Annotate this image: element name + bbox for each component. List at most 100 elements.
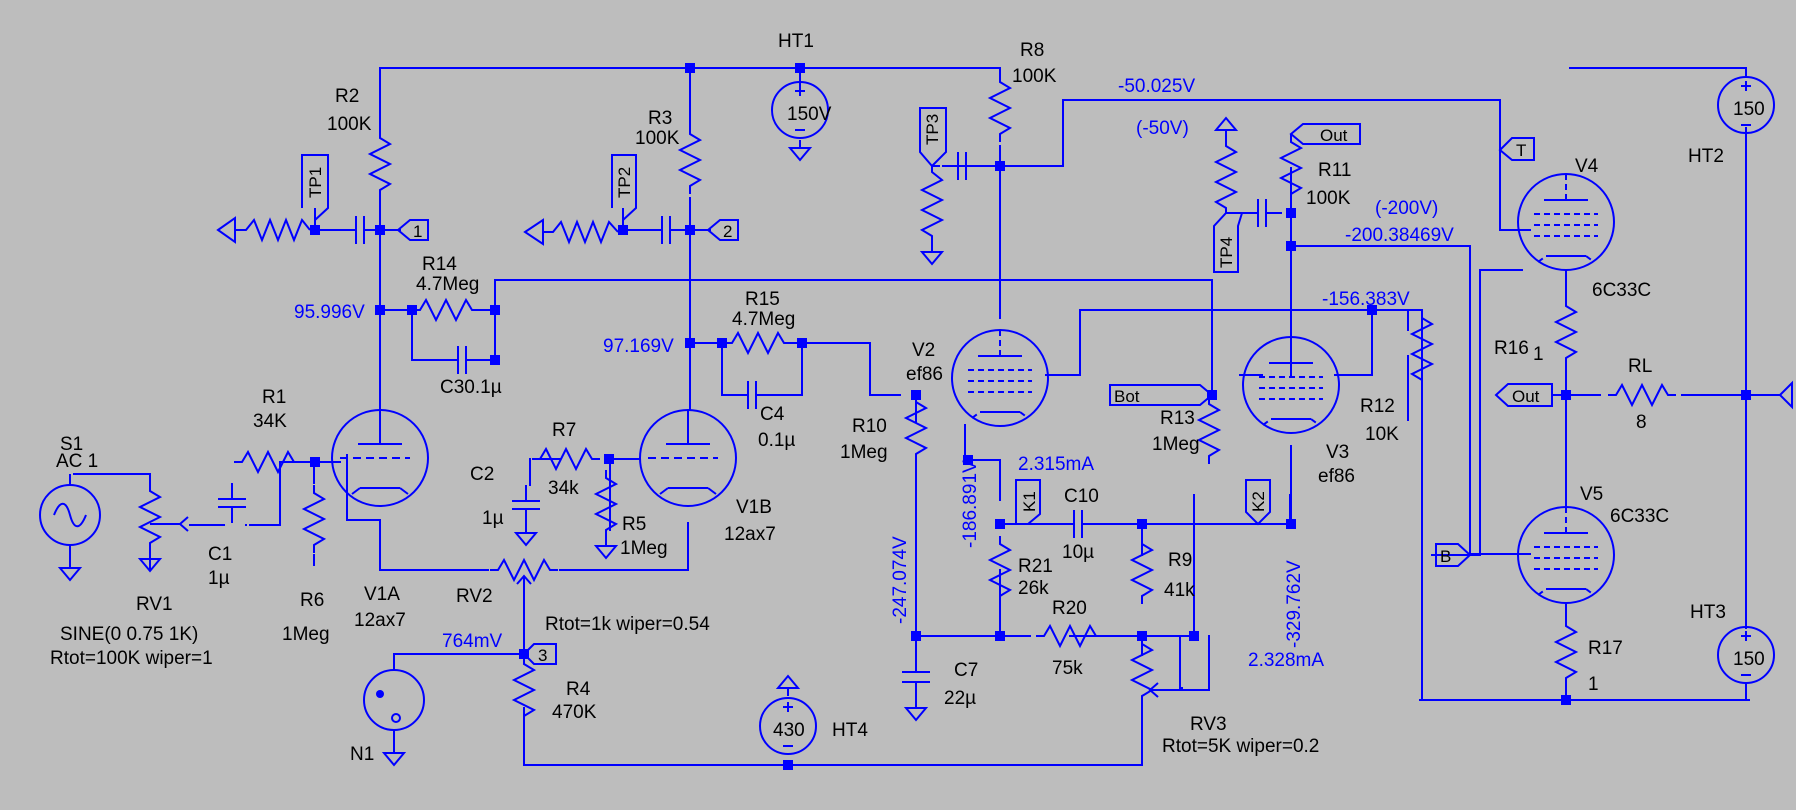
net-flag-icon bbox=[1015, 479, 1041, 525]
net-flag-icon bbox=[522, 643, 557, 665]
v5-ref: V5 bbox=[1580, 484, 1603, 505]
triode-icon bbox=[331, 409, 429, 507]
r4-resistor[interactable]: R4 470K bbox=[513, 655, 597, 725]
node3-flag-group[interactable]: 3 bbox=[522, 643, 557, 665]
s1-value: AC 1 bbox=[56, 451, 98, 472]
r14-ref: R14 bbox=[422, 254, 457, 275]
node1-flag: 1 bbox=[413, 222, 422, 241]
s1-ref: S1 bbox=[60, 434, 83, 455]
rv3-spec: Rtot=5K wiper=0.2 bbox=[1162, 736, 1319, 757]
r16-resistor[interactable]: R16 1 bbox=[1494, 297, 1577, 367]
ht3-source[interactable]: 150 HT3 bbox=[1690, 602, 1775, 684]
net-flag-icon bbox=[301, 154, 329, 230]
r12-value: 10K bbox=[1365, 424, 1399, 445]
r3-resistor[interactable]: R3 100K bbox=[635, 108, 701, 195]
r2-ref: R2 bbox=[335, 86, 359, 107]
ht2-source[interactable]: 150 HT2 bbox=[1688, 76, 1775, 167]
r20-resistor[interactable]: R20 75k bbox=[1035, 598, 1105, 679]
tp2-network[interactable]: TP2 2 bbox=[523, 154, 739, 246]
c10-value: 10µ bbox=[1062, 542, 1094, 563]
net-flag-icon bbox=[1245, 479, 1271, 526]
net-flag-icon bbox=[1289, 123, 1361, 145]
t-flag-group[interactable]: T bbox=[1498, 137, 1535, 161]
rv2-pot[interactable]: RV2 Rtot=1k wiper=0.54 bbox=[456, 559, 710, 654]
v1a-ref: V1A bbox=[364, 584, 400, 605]
c7-value: 22µ bbox=[944, 688, 976, 709]
r21-resistor[interactable]: R21 26k bbox=[989, 535, 1053, 605]
r13-ref: R13 bbox=[1160, 408, 1195, 429]
r9-resistor[interactable]: R9 41k bbox=[1131, 535, 1195, 605]
resistor-icon bbox=[679, 125, 701, 195]
r10-resistor[interactable]: R10 1Meg bbox=[840, 393, 927, 463]
resistor-icon bbox=[523, 218, 619, 246]
r2-resistor[interactable]: R2 100K bbox=[327, 86, 391, 199]
r8-value: 100K bbox=[1012, 66, 1057, 87]
ht1-source[interactable]: HT1 150V bbox=[771, 31, 832, 161]
wires bbox=[73, 67, 1781, 766]
c1-capacitor[interactable]: C1 1µ bbox=[208, 482, 247, 589]
resistor-icon bbox=[595, 469, 617, 539]
v4-ref: V4 bbox=[1575, 156, 1599, 177]
tp4-network[interactable]: TP4 bbox=[1213, 117, 1283, 273]
rv1-pot[interactable]: RV1 Rtot=100K wiper=1 bbox=[50, 482, 213, 669]
r16-ref: R16 bbox=[1494, 338, 1529, 359]
b-flag-group[interactable]: B bbox=[1435, 543, 1472, 567]
triode-icon bbox=[639, 409, 737, 507]
bot-flag-group[interactable]: Bot bbox=[1109, 384, 1214, 406]
r7-resistor[interactable]: R7 34k bbox=[531, 420, 601, 499]
tp2-flag: TP2 bbox=[615, 167, 634, 198]
r11-value: 100K bbox=[1306, 188, 1351, 209]
c3-capacitor[interactable]: C30.1µ bbox=[440, 345, 502, 398]
resistor-icon bbox=[1607, 384, 1677, 406]
v3-pentode[interactable]: V3 ef86 bbox=[1242, 336, 1355, 487]
output-terminal[interactable] bbox=[1778, 380, 1793, 410]
ground-icon bbox=[595, 537, 617, 559]
c7-capacitor[interactable]: C7 22µ bbox=[902, 660, 978, 721]
rv3-pot[interactable]: RV3 Rtot=5K wiper=0.2 bbox=[1131, 635, 1319, 757]
resistor-icon bbox=[1409, 310, 1435, 420]
r6-resistor[interactable]: R6 1Meg bbox=[282, 484, 330, 645]
ground-icon bbox=[777, 675, 799, 697]
r14-resistor[interactable]: R14 4.7Meg bbox=[411, 254, 481, 321]
r8-resistor[interactable]: R8 100K bbox=[989, 40, 1057, 143]
net-flag-icon bbox=[1109, 384, 1214, 406]
c4-capacitor[interactable]: C4 0.1µ bbox=[731, 380, 795, 451]
r13-resistor[interactable]: R13 1Meg bbox=[1152, 395, 1220, 465]
ground-icon bbox=[921, 243, 943, 265]
r5-ref: R5 bbox=[622, 514, 646, 535]
resistor-icon bbox=[216, 216, 311, 244]
r1-resistor[interactable]: R1 34K bbox=[233, 387, 303, 473]
c10-capacitor[interactable]: C10 10µ bbox=[1057, 486, 1099, 563]
r5-resistor[interactable]: R5 1Meg bbox=[595, 469, 668, 559]
r17-resistor[interactable]: R17 1 bbox=[1555, 617, 1623, 695]
r11-resistor[interactable]: Out R11 100K bbox=[1280, 123, 1361, 209]
v1b-value: 12ax7 bbox=[724, 524, 776, 545]
k2-flag-group[interactable]: K2 bbox=[1245, 479, 1271, 526]
r4-value: 470K bbox=[552, 702, 597, 723]
r10-value: 1Meg bbox=[840, 442, 888, 463]
annotation-voltage: -156.383V bbox=[1322, 289, 1410, 310]
r11-ref: R11 bbox=[1318, 160, 1351, 181]
v1b-triode[interactable]: V1B 12ax7 bbox=[639, 409, 776, 545]
tp1-network[interactable]: TP1 1 bbox=[216, 154, 429, 245]
v5-pentode[interactable]: V5 6C33C bbox=[1517, 484, 1669, 604]
out-main-flag-group[interactable]: Out bbox=[1494, 383, 1566, 407]
rl-resistor[interactable]: RL 8 bbox=[1607, 356, 1677, 433]
r17-value: 1 bbox=[1588, 674, 1599, 695]
r12-resistor[interactable]: R12 10K bbox=[1360, 310, 1435, 445]
k1-flag-group[interactable]: K1 bbox=[1015, 479, 1041, 525]
s1-source[interactable]: S1 AC 1 SINE(0 0.75 1K) bbox=[39, 434, 198, 645]
v2-pentode[interactable]: V2 ef86 bbox=[906, 329, 1049, 427]
ht4-source[interactable]: 430 HT4 bbox=[759, 675, 868, 755]
v1a-triode[interactable]: V1A 12ax7 bbox=[331, 409, 429, 631]
potentiometer-icon bbox=[139, 482, 161, 552]
pentode-icon bbox=[1517, 173, 1615, 271]
n1-probe[interactable]: N1 bbox=[350, 654, 425, 766]
v3-ref: V3 bbox=[1326, 442, 1349, 463]
c2-capacitor[interactable]: C2 1µ bbox=[470, 464, 541, 546]
tp3-network[interactable]: TP3 bbox=[919, 107, 983, 265]
annotation-voltage: -50.025V bbox=[1118, 76, 1195, 97]
junctions bbox=[310, 63, 1751, 770]
r15-resistor[interactable]: R15 4.7Meg bbox=[723, 289, 795, 354]
v4-pentode[interactable]: V4 6C33C bbox=[1517, 156, 1651, 301]
